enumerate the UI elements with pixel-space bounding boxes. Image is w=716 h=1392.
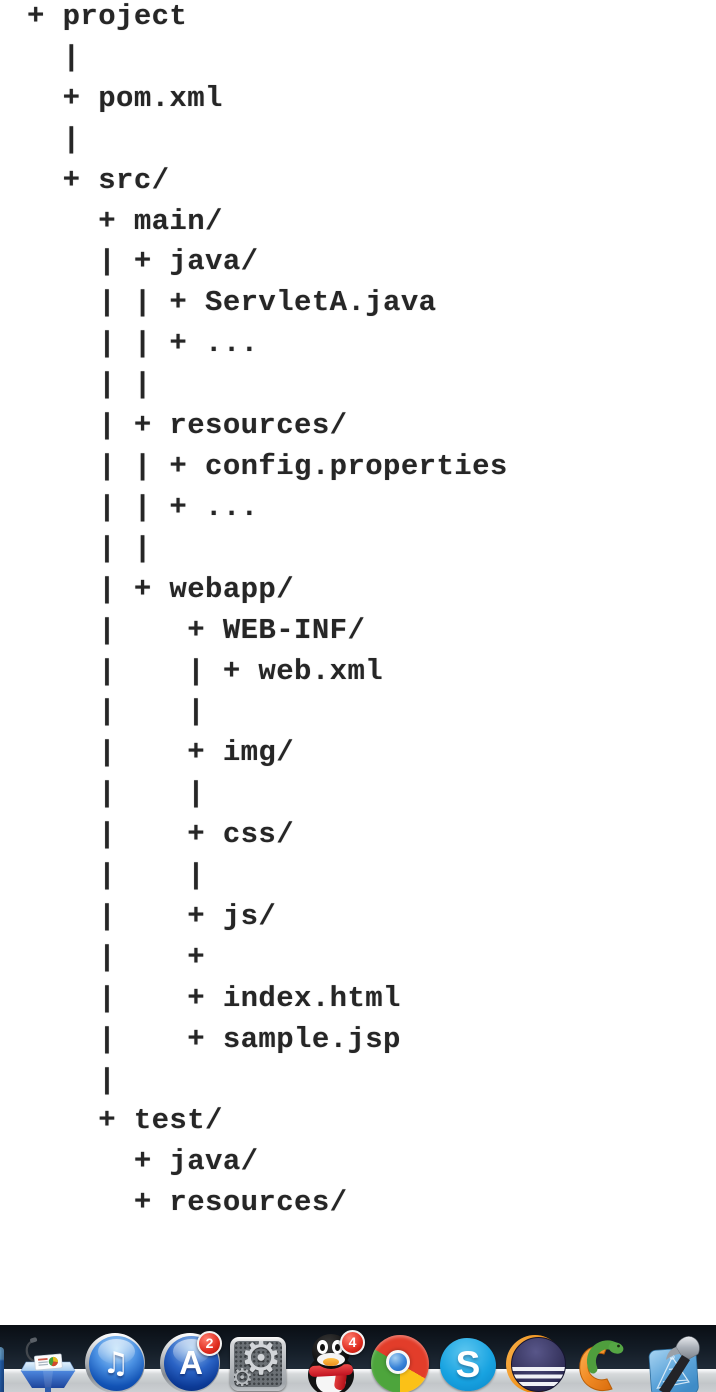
gear-icon: ⚙ <box>240 1341 282 1386</box>
app-store-icon: A <box>160 1333 220 1392</box>
dock-item-snake-app[interactable] <box>571 1333 633 1392</box>
dock-item-keynote[interactable] <box>17 1333 79 1392</box>
xcode-icon <box>648 1336 700 1392</box>
dock-item-itunes[interactable]: ♫ <box>84 1333 146 1392</box>
dock-item-system-preferences[interactable]: ⚙ ⚙ <box>227 1333 289 1392</box>
keynote-icon <box>20 1337 76 1392</box>
dock-item-partial-app[interactable] <box>0 1333 58 1392</box>
skype-icon: S <box>440 1338 496 1391</box>
skype-s-icon: S <box>455 1343 481 1385</box>
system-preferences-icon: ⚙ ⚙ <box>230 1337 286 1391</box>
maven-project-tree-text: + project | + pom.xml | + src/ + main/ |… <box>27 0 508 1220</box>
document-page: + project | + pom.xml | + src/ + main/ |… <box>27 0 508 1220</box>
dock-item-chrome[interactable] <box>369 1333 431 1392</box>
partial-app-icon <box>0 1347 4 1392</box>
notification-badge: 4 <box>340 1330 365 1355</box>
dock: ♫ A 2 ⚙ ⚙ <box>0 1325 716 1392</box>
dock-item-qq[interactable]: 4 <box>300 1330 365 1392</box>
dock-item-xcode[interactable] <box>643 1333 705 1392</box>
gear-small-icon: ⚙ <box>234 1363 254 1387</box>
dock-item-skype[interactable]: S <box>437 1333 499 1392</box>
notification-badge: 2 <box>197 1331 222 1356</box>
dock-item-eclipse[interactable] <box>506 1333 568 1392</box>
dock-item-app-store[interactable]: A 2 <box>159 1331 222 1392</box>
itunes-icon: ♫ <box>85 1333 145 1392</box>
snake-app-icon <box>579 1340 624 1391</box>
